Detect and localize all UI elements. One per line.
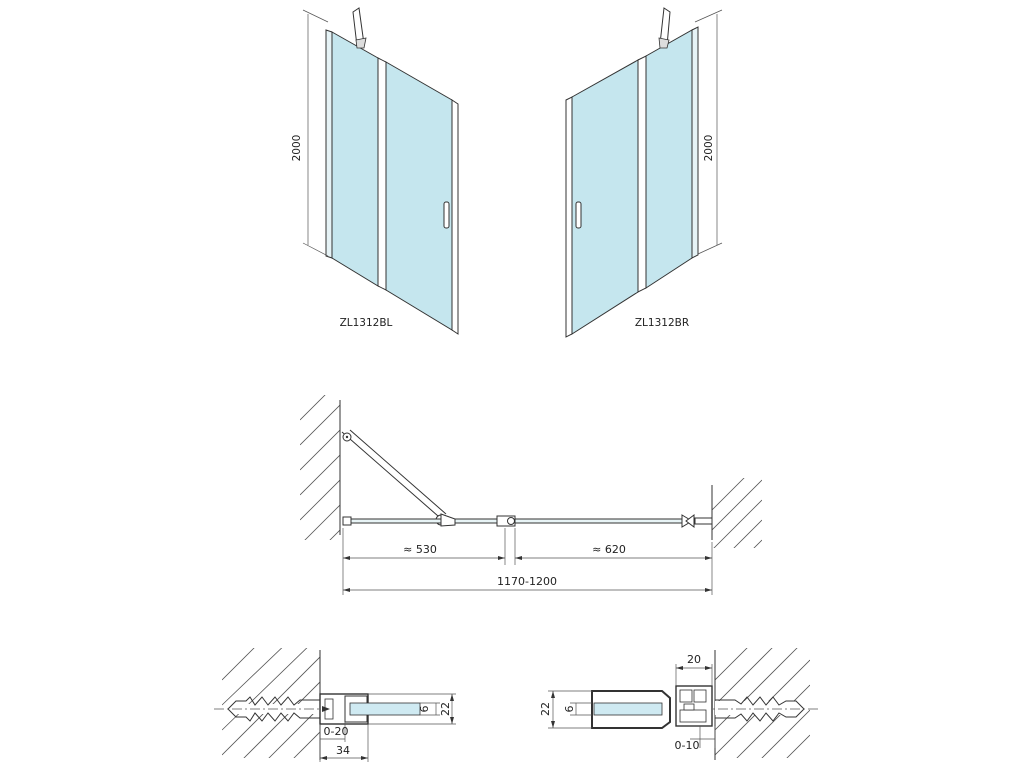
wall-profile-plan bbox=[342, 516, 352, 526]
door-glass-panel bbox=[571, 59, 639, 335]
left-width-dim: 34 bbox=[336, 744, 350, 757]
door-handle-icon bbox=[443, 201, 450, 229]
plan-view: ≈ 530 ≈ 620 1170-1200 bbox=[300, 395, 762, 595]
door-panel-plan bbox=[514, 518, 696, 524]
wall-anchor-icon bbox=[715, 696, 805, 710]
fixed-panel-plan bbox=[342, 518, 504, 524]
view-left-door: 2000 ZL1312BL bbox=[291, 7, 459, 335]
middle-profile bbox=[637, 55, 647, 293]
dim-total-label: 1170-1200 bbox=[497, 575, 557, 588]
right-height-label: 2000 bbox=[703, 135, 715, 162]
stabilizer-arm bbox=[341, 429, 447, 526]
wall-profile bbox=[325, 29, 333, 259]
glass-section bbox=[349, 702, 421, 716]
wall-anchor-icon bbox=[227, 696, 320, 710]
right-model-label: ZL1312BR bbox=[635, 317, 689, 329]
left-glass-dim: 6 bbox=[418, 706, 431, 713]
door-edge-profile bbox=[565, 96, 573, 338]
middle-profile bbox=[377, 57, 387, 291]
glass-section bbox=[593, 702, 663, 716]
left-adjust-dim: 0-20 bbox=[324, 725, 349, 738]
door-edge-profile bbox=[451, 99, 459, 335]
left-height-dim: 22 bbox=[439, 702, 452, 716]
right-wall-hatch bbox=[712, 478, 762, 548]
right-height-dim: 22 bbox=[539, 702, 552, 716]
view-right-door: 2000 ZL1312BR bbox=[565, 7, 723, 338]
right-adjust-dim: 0-10 bbox=[675, 739, 700, 752]
door-handle-icon bbox=[575, 201, 582, 229]
left-height-label: 2000 bbox=[291, 135, 303, 162]
left-wall-hatch bbox=[300, 395, 340, 540]
detail-right-profile: 6 22 20 0-10 bbox=[539, 648, 818, 760]
fixed-glass-panel bbox=[331, 31, 379, 287]
fixed-glass-panel bbox=[645, 29, 693, 289]
door-glass-panel bbox=[385, 61, 453, 331]
wall-profile bbox=[691, 26, 699, 259]
right-glass-dim: 6 bbox=[563, 706, 576, 713]
right-top-dim: 20 bbox=[687, 653, 701, 666]
dim-right-label: ≈ 620 bbox=[592, 543, 626, 556]
left-model-label: ZL1312BL bbox=[340, 317, 393, 329]
detail-left-profile: 6 22 0-20 34 bbox=[214, 648, 456, 762]
dim-left-label: ≈ 530 bbox=[403, 543, 437, 556]
